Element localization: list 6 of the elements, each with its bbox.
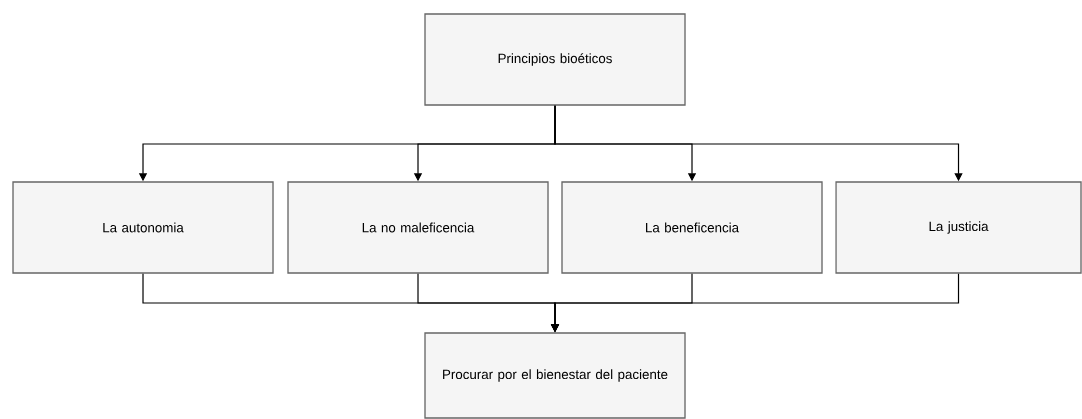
process-box: Procurar por el bienestar del paciente — [424, 332, 686, 419]
process-box: Principios bioéticos — [424, 13, 686, 106]
process-box: La autonomia — [12, 181, 274, 274]
process-box: La beneficencia — [561, 181, 823, 274]
process-box: La no maleficencia — [287, 181, 549, 274]
process-box: La justicia — [835, 181, 1082, 274]
